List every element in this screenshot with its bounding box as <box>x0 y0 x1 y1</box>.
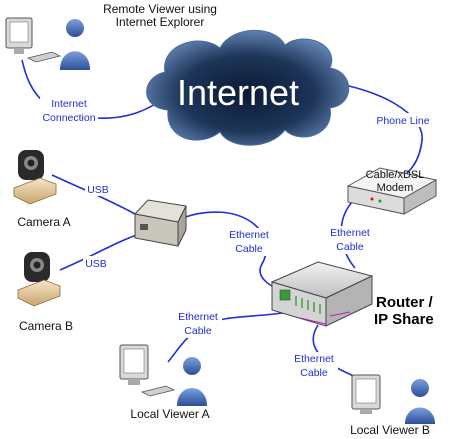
ethernet-cable-4-line2: Cable <box>300 367 328 379</box>
ethernet-cable-1-line2: Cable <box>235 243 263 255</box>
usb-b-label: USB <box>85 258 107 270</box>
modem-label-line2: Modem <box>377 182 414 194</box>
modem: Cable/xDSL Modem <box>346 167 438 215</box>
remote-viewer-caption-line1: Remote Viewer using <box>103 2 217 16</box>
ethernet-cable-3-line1: Ethernet <box>178 311 218 323</box>
camera-icon <box>17 252 61 307</box>
router-label-line2: IP Share <box>374 311 434 328</box>
router-label-line1: Router / <box>376 294 434 311</box>
router-icon <box>270 261 374 327</box>
camera-a: Camera A <box>13 150 71 229</box>
person-icon <box>60 19 90 70</box>
local-viewer-a: Local Viewer A <box>119 344 210 421</box>
ethernet-cable-3-line2: Cable <box>184 325 212 337</box>
server-box-icon <box>134 199 187 247</box>
ethernet-cable-1-line1: Ethernet <box>229 229 269 241</box>
video-server-box <box>134 199 187 247</box>
ethernet-cable-2-line1: Ethernet <box>330 227 370 239</box>
local-viewer-a-label: Local Viewer A <box>130 407 209 421</box>
cable-camera-b-to-hub <box>59 233 141 271</box>
remote-viewer: Remote Viewer using Internet Explorer <box>5 2 217 70</box>
cloud-icon <box>146 29 350 146</box>
camera-b: Camera B <box>17 252 73 333</box>
usb-a-label: USB <box>87 184 109 196</box>
monitor-icon <box>119 344 176 397</box>
camera-icon <box>13 150 57 205</box>
modem-label-line1: Cable/xDSL <box>366 169 425 181</box>
internet-cloud: Internet <box>146 29 350 146</box>
router: Router / IP Share <box>270 261 434 328</box>
internet-connection-label-line1: Internet <box>51 98 87 110</box>
ethernet-cable-4-line1: Ethernet <box>294 353 334 365</box>
monitor-icon <box>5 17 62 63</box>
local-viewer-b-label: Local Viewer B <box>350 423 430 437</box>
cable-internet-to-modem <box>324 81 423 181</box>
ethernet-cable-2-line2: Cable <box>336 241 364 253</box>
remote-viewer-caption-line2: Internet Explorer <box>116 15 205 29</box>
modem-icon <box>346 167 438 215</box>
phone-line-label: Phone Line <box>376 115 429 127</box>
connection-labels: Internet Connection Phone Line USB USB E… <box>40 96 440 380</box>
monitor-icon <box>351 374 381 414</box>
person-icon <box>405 379 435 424</box>
internet-label: Internet <box>177 72 299 113</box>
internet-connection-label-line2: Connection <box>42 112 95 124</box>
camera-a-label: Camera A <box>17 215 70 229</box>
person-icon <box>177 357 207 406</box>
local-viewer-b: Local Viewer B <box>350 374 435 437</box>
camera-b-label: Camera B <box>19 319 73 333</box>
